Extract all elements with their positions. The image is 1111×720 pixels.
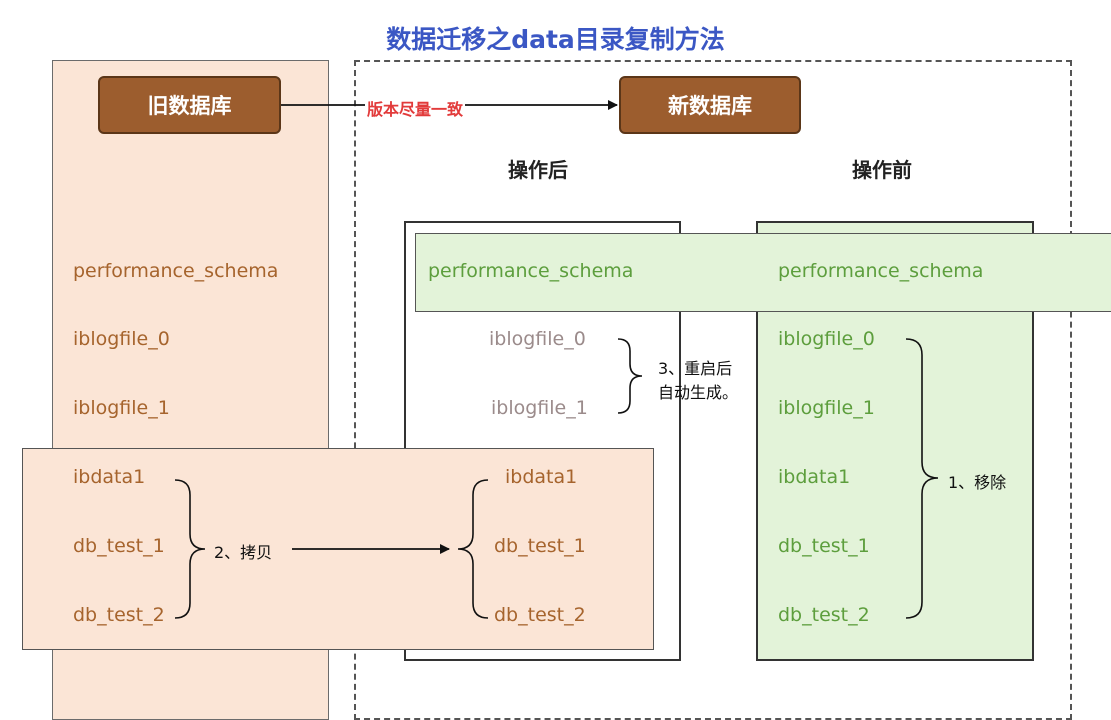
after-file-iblogfile-1: iblogfile_1 [491,397,588,419]
copy-source-brace [174,479,206,619]
old-file-performance-schema: performance_schema [73,260,279,282]
old-file-db-test-1: db_test_1 [73,535,165,557]
new-database-node: 新数据库 [619,76,801,134]
after-file-iblogfile-0: iblogfile_0 [489,328,586,350]
before-file-iblogfile-1: iblogfile_1 [778,397,875,419]
regen-brace [617,338,643,414]
remove-brace [905,338,939,619]
old-file-ibdata1: ibdata1 [73,466,146,488]
old-database-node: 旧数据库 [98,76,281,134]
after-file-db-test-2: db_test_2 [494,604,586,626]
version-consistency-note: 版本尽量一致 [365,96,466,120]
before-file-ibdata1: ibdata1 [778,466,851,488]
after-operation-heading: 操作后 [508,158,568,182]
diagram-title: 数据迁移之data目录复制方法 [386,25,725,54]
before-file-performance-schema: performance_schema [778,260,984,282]
regen-step-label-line2: 自动生成。 [658,383,739,402]
before-file-db-test-1: db_test_1 [778,535,870,557]
before-file-db-test-2: db_test_2 [778,604,870,626]
after-file-performance-schema: performance_schema [428,260,634,282]
remove-step-label: 1、移除 [948,473,1007,492]
after-file-ibdata1: ibdata1 [505,466,578,488]
old-file-iblogfile-1: iblogfile_1 [73,397,170,419]
performance-schema-band [415,233,1111,312]
copy-target-brace [457,479,489,619]
old-file-db-test-2: db_test_2 [73,604,165,626]
old-file-iblogfile-0: iblogfile_0 [73,328,170,350]
regen-step-label-line1: 3、重启后 [658,359,733,378]
copy-step-label: 2、拷贝 [214,543,273,562]
before-operation-heading: 操作前 [852,158,912,182]
after-file-db-test-1: db_test_1 [494,535,586,557]
before-file-iblogfile-0: iblogfile_0 [778,328,875,350]
